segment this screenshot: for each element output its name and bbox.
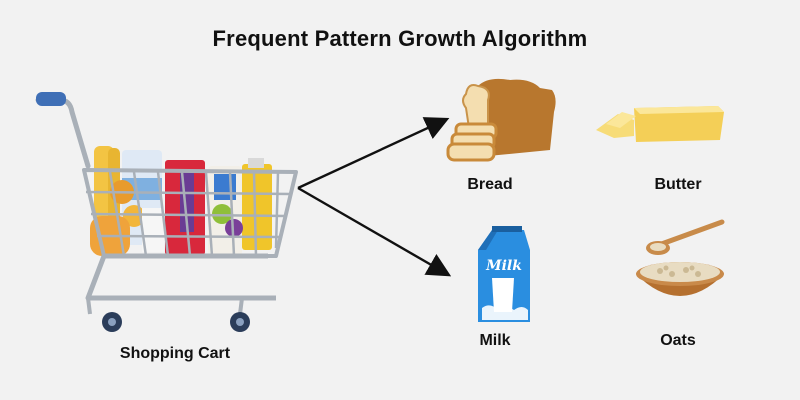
shopping-cart-label: Shopping Cart bbox=[119, 345, 231, 362]
milk-carton-icon: Milk bbox=[478, 226, 530, 322]
shopping-cart-icon bbox=[35, 92, 298, 332]
arrow-to-milk bbox=[297, 186, 452, 277]
milk-carton-text: Milk bbox=[485, 258, 522, 274]
milk-label: Milk bbox=[479, 332, 511, 349]
oats-label: Oats bbox=[660, 332, 696, 349]
diagram-title: Frequent Pattern Growth Algorithm bbox=[212, 26, 588, 51]
butter-label: Butter bbox=[654, 176, 702, 193]
bread-label: Bread bbox=[467, 176, 513, 193]
oats-bowl-icon bbox=[636, 219, 725, 296]
arrow-to-bread bbox=[297, 117, 450, 190]
butter-icon bbox=[596, 106, 724, 142]
bread-icon bbox=[446, 78, 556, 162]
